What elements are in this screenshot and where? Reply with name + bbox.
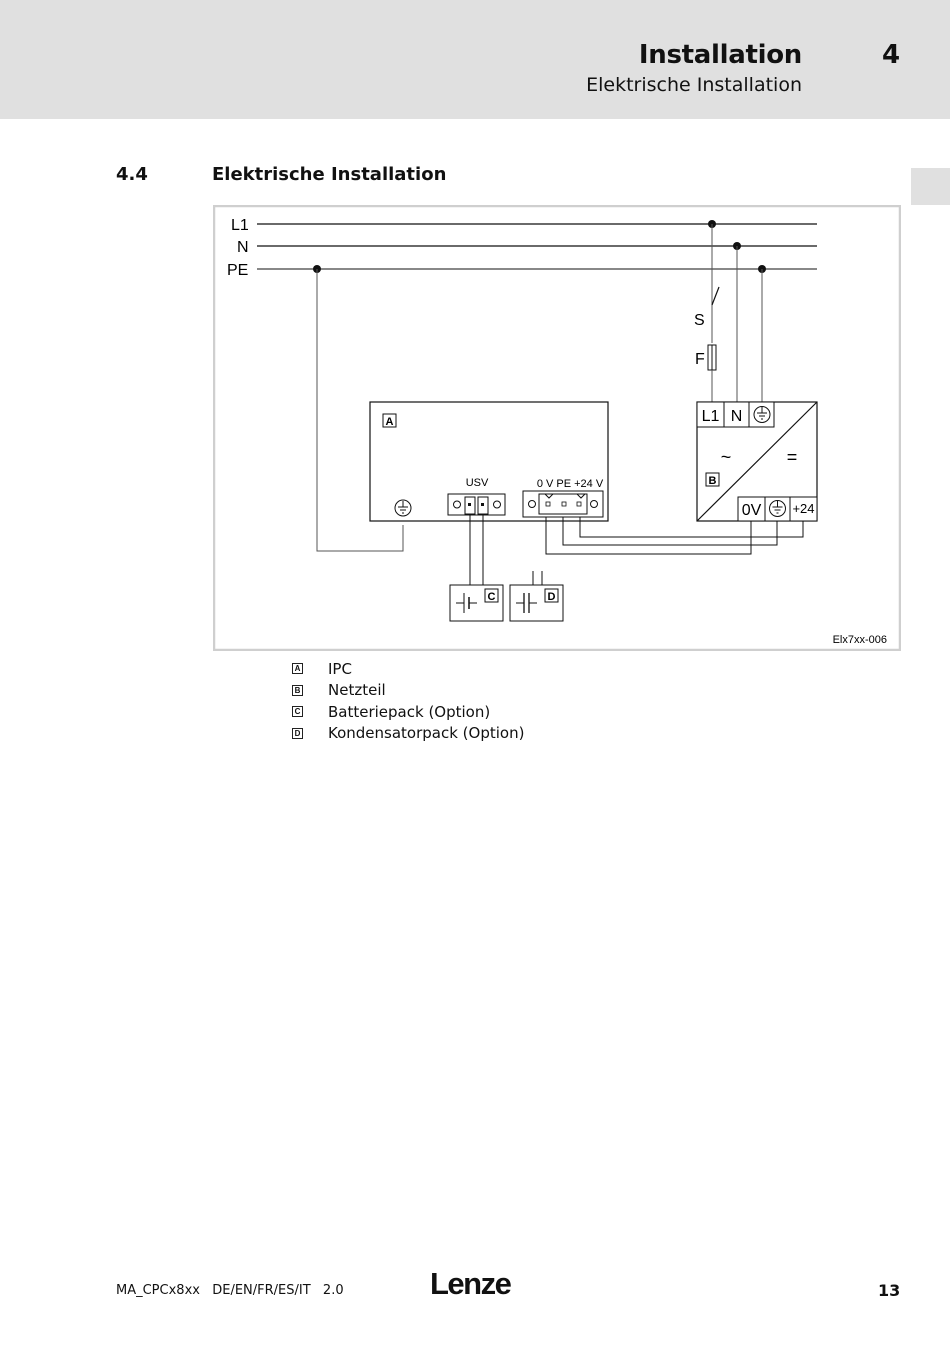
legend-item: B Netzteil <box>292 680 524 702</box>
legend-item: C Batteriepack (Option) <box>292 701 524 723</box>
capacitor-tag: D <box>548 591 556 603</box>
psu-terminal-0v: 0V <box>742 502 762 519</box>
legend-item: D Kondensatorpack (Option) <box>292 723 524 745</box>
legend-text: Kondensatorpack (Option) <box>328 724 525 743</box>
psu-terminal-n: N <box>731 408 743 425</box>
psu-terminal-l1: L1 <box>702 408 720 425</box>
line-label-pe: PE <box>227 262 248 279</box>
wire-dc-bundle <box>545 517 804 555</box>
psu-ground-icon <box>753 406 771 423</box>
psu-terminal-24: +24 <box>792 501 814 516</box>
figure-id: Elx7xx-006 <box>833 634 887 646</box>
legend-text: Batteriepack (Option) <box>328 702 491 721</box>
psu-ac-symbol: ~ <box>721 447 732 467</box>
battery-icon <box>456 593 477 613</box>
psu-output-ground-icon <box>769 500 786 517</box>
psu-dc-symbol: = <box>787 447 798 467</box>
usv-connector <box>447 493 506 516</box>
psu-tag-box <box>705 472 720 487</box>
usv-label: USV <box>466 477 489 489</box>
header-band <box>0 0 950 119</box>
battery-tag-box <box>484 588 499 603</box>
legend-item: A IPC <box>292 658 524 680</box>
chapter-number: 4 <box>882 40 901 70</box>
switch-s <box>711 286 720 306</box>
line-label-l1: L1 <box>231 217 249 234</box>
switch-label: S <box>694 312 705 329</box>
legend-text: Netzteil <box>328 681 386 700</box>
power-connector-label: 0 V PE +24 V <box>537 478 604 490</box>
capacitor-icon <box>516 593 537 613</box>
ipc-ground-icon <box>394 499 412 517</box>
power-connector <box>522 490 604 518</box>
lenze-logo: Lenze <box>430 1266 512 1301</box>
legend-key: B <box>292 684 303 696</box>
capacitor-tag-box <box>544 588 559 603</box>
psu-tag: B <box>709 475 717 487</box>
legend-list: A IPC B Netzteil C Batteriepack (Option)… <box>292 658 524 744</box>
footer-doc-id: MA_CPCx8xx DE/EN/FR/ES/IT 2.0 <box>116 1283 344 1298</box>
section-title: Elektrische Installation <box>212 164 447 185</box>
legend-key: D <box>292 727 303 739</box>
wire-pe-ipc <box>316 269 404 552</box>
header-title: Installation <box>638 40 802 70</box>
line-label-n: N <box>237 239 249 256</box>
fuse-label: F <box>695 351 705 368</box>
battery-tag: C <box>488 591 496 603</box>
header-subtitle: Elektrische Installation <box>586 74 802 96</box>
section-number: 4.4 <box>116 164 148 185</box>
legend-text: IPC <box>328 659 352 678</box>
psu-diagonal <box>696 401 818 522</box>
legend-key: C <box>292 706 303 718</box>
page-number: 13 <box>878 1281 901 1300</box>
legend-key: A <box>292 663 303 675</box>
wiring-diagram: L1 N PE S F A USV 0 V PE +24 V <box>213 205 901 651</box>
chapter-side-tab <box>911 168 950 205</box>
ipc-tag: A <box>386 416 394 428</box>
ipc-tag-box <box>382 413 397 428</box>
